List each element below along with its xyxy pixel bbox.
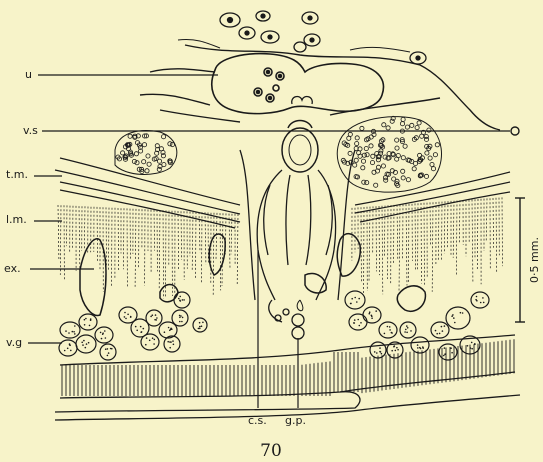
transverse-muscle-lines: [55, 158, 510, 228]
longitudinal-muscle-band: [58, 197, 503, 298]
label-lm-text: l.m.: [6, 213, 27, 226]
label-vs-text: v.s: [23, 124, 38, 137]
label-lm: l.m.: [6, 213, 62, 226]
genital-pore: [269, 300, 304, 339]
vesicula-seminalis: [282, 121, 318, 173]
label-u-text: u: [25, 68, 32, 81]
label-vg: v.g: [6, 336, 62, 349]
right-vitelline-cluster: [337, 116, 441, 192]
figure-number: 70: [260, 441, 282, 461]
label-cs-text: c.s.: [248, 414, 267, 427]
uterus-chamber: [212, 54, 384, 114]
ovum: [294, 42, 306, 52]
scale-bar-label: 0·5 mm.: [528, 237, 541, 283]
label-vg-text: v.g: [6, 336, 22, 349]
label-vs: v.s: [23, 124, 519, 137]
label-gp: g.p.: [285, 338, 306, 427]
label-tm: t.m.: [6, 168, 62, 181]
cuticle-fringe: [62, 339, 514, 396]
cirrus-sac: [240, 150, 355, 311]
label-ex-text: ex.: [4, 262, 21, 275]
label-tm-text: t.m.: [6, 168, 28, 181]
scale-bar: 0·5 mm.: [515, 198, 541, 322]
label-gp-text: g.p.: [285, 414, 306, 427]
left-vitelline-cluster: [115, 131, 177, 175]
upper-membranes: [140, 39, 500, 130]
